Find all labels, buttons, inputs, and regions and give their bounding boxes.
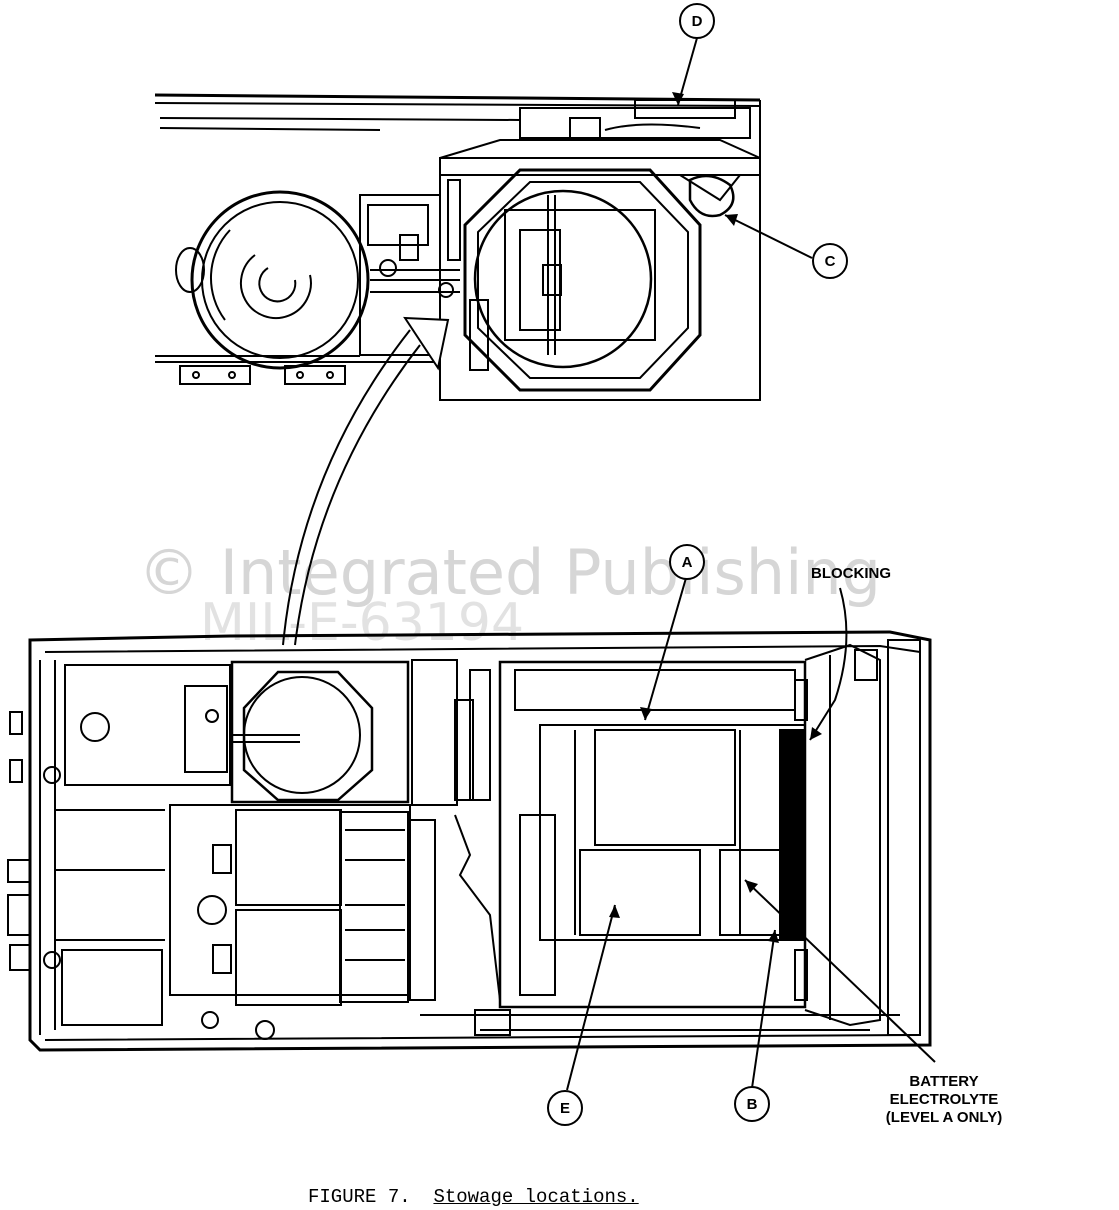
watermark-line2-fragment: MIL-E-63194	[200, 593, 524, 653]
callout-d-label: D	[692, 13, 703, 30]
figure-number: FIGURE 7.	[308, 1186, 411, 1208]
callout-e-label: E	[560, 1100, 570, 1117]
top-detail-view	[154, 93, 761, 401]
callout-d: D	[679, 3, 715, 39]
detail-connector-arrow	[282, 316, 450, 646]
callout-a-label: A	[682, 554, 693, 571]
callout-c-label: C	[825, 253, 836, 270]
callout-a: A	[669, 544, 705, 580]
battery-label-line2: ELECTROLYTE	[890, 1091, 999, 1108]
callout-c: C	[812, 243, 848, 279]
callout-e: E	[547, 1090, 583, 1126]
battery-label-line1: BATTERY	[909, 1073, 978, 1090]
figure-caption: FIGURE 7. Stowage locations.	[308, 1186, 639, 1208]
figure-title: Stowage locations.	[433, 1186, 639, 1208]
callout-b-label: B	[747, 1096, 758, 1113]
battery-label-line3: (LEVEL A ONLY)	[886, 1109, 1002, 1126]
blocking-label: BLOCKING	[811, 565, 891, 582]
callout-b: B	[734, 1086, 770, 1122]
lower-plan-view	[7, 630, 932, 1052]
leader-arrowheads	[609, 92, 822, 943]
watermark-text: © Integrated Publishing	[138, 536, 881, 609]
